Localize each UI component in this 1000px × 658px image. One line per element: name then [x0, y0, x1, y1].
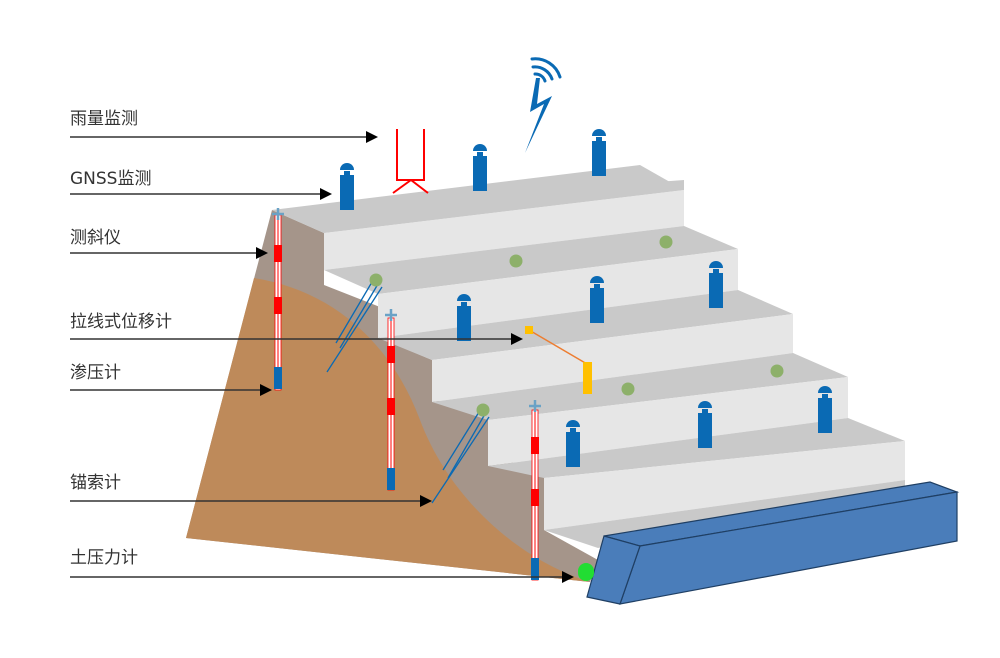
arrow: [70, 571, 574, 583]
rain-gauge-icon: [392, 129, 429, 194]
gnss-sensors: [340, 129, 832, 467]
arrow: [70, 247, 268, 259]
arrow: [70, 384, 272, 396]
label-piezometer: 渗压计: [70, 363, 121, 383]
label-rain-monitoring: 雨量监测: [70, 109, 138, 129]
lightning-icon: [525, 78, 552, 153]
leader-arrows: [70, 131, 574, 583]
crosshair-icon: [272, 208, 284, 220]
label-inclinometer: 测斜仪: [70, 228, 121, 248]
surface-marker: [621, 382, 635, 396]
legend-labels: 雨量监测 GNSS监测 测斜仪 拉线式位移计 渗压计 锚索计 土压力计: [70, 109, 172, 568]
label-anchor-cable: 锚索计: [70, 473, 121, 493]
step-riser: [324, 190, 684, 270]
step-tread-top: [272, 165, 684, 233]
label-wire-displacement: 拉线式位移计: [70, 312, 172, 332]
label-earth-pressure: 土压力计: [70, 548, 138, 568]
gnss-sensor-icon: [340, 163, 354, 210]
surface-marker: [509, 254, 523, 268]
arrow: [70, 188, 332, 200]
wireless-signal-icon: [530, 57, 562, 83]
crosshair-icon: [385, 309, 397, 321]
retaining-wall: [586, 481, 960, 605]
inclinometer-2: [385, 309, 397, 491]
gnss-sensor-icon: [473, 144, 487, 191]
wire-displacement-meter: [525, 326, 592, 394]
step-tread: [378, 290, 793, 360]
arrow: [70, 333, 523, 345]
gnss-sensor-icon: [709, 261, 723, 308]
crosshair-icon: [529, 400, 541, 412]
step-tread: [324, 226, 738, 294]
inclinometer-1: [272, 208, 284, 391]
gnss-sensor-icon: [457, 294, 471, 341]
arrow: [70, 131, 378, 143]
label-gnss-monitoring: GNSS监测: [70, 169, 151, 189]
earth-pressure-cell: [578, 563, 594, 581]
anchor-cable-2: [431, 403, 490, 504]
gnss-sensor-icon: [698, 401, 712, 448]
gnss-sensor-icon: [818, 386, 832, 433]
gnss-sensor-icon: [592, 129, 606, 176]
arrow: [70, 495, 432, 507]
step-tread: [488, 418, 905, 478]
gnss-sensor-icon: [566, 420, 580, 467]
surface-marker: [659, 235, 673, 249]
inclinometer-3: [529, 400, 541, 581]
gnss-sensor-icon: [590, 276, 604, 323]
surface-marker: [770, 364, 784, 378]
step-riser: [544, 441, 905, 530]
step-riser: [432, 314, 793, 402]
anchor-cable-1: [326, 273, 383, 373]
